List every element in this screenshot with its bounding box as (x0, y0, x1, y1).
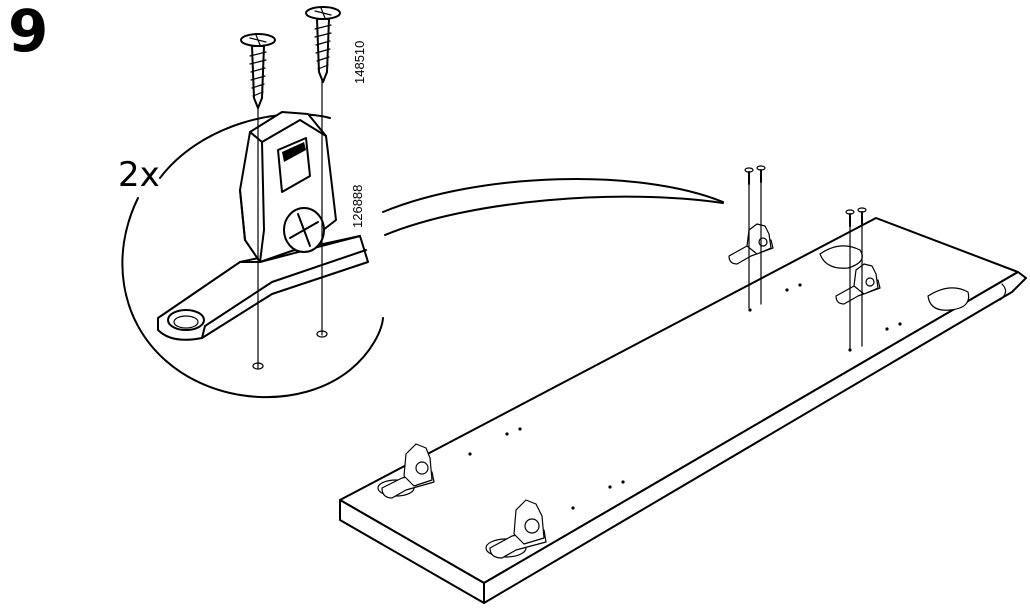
board-side-edge (483, 271, 1027, 604)
bracket-small-bottom-left (377, 443, 435, 499)
bracket-small-bottom-right (485, 499, 547, 559)
bracket-large (157, 71, 369, 370)
detail-circle-arc-right (349, 317, 384, 371)
bracket-part-number: 126888 (350, 184, 365, 228)
bracket-base-hole (167, 309, 205, 331)
shelf-board (339, 217, 1027, 604)
screw-part-number: 148510 (352, 40, 367, 84)
quantity-label: 2x (118, 155, 160, 195)
small-screws (744, 165, 867, 227)
bracket-small-top-right (835, 209, 881, 351)
detail-circle-arc-top (159, 113, 331, 179)
leader-line-top (382, 178, 724, 213)
detail-callout (121, 113, 724, 399)
board-top-face (339, 217, 1019, 584)
screw-large-right (305, 6, 341, 83)
bracket-small-top-left (728, 169, 774, 309)
step-number: 9 (8, 0, 49, 65)
leader-line-bottom (384, 195, 724, 236)
screw-large-left (240, 33, 276, 109)
detail-circle-arc-left (121, 197, 351, 399)
